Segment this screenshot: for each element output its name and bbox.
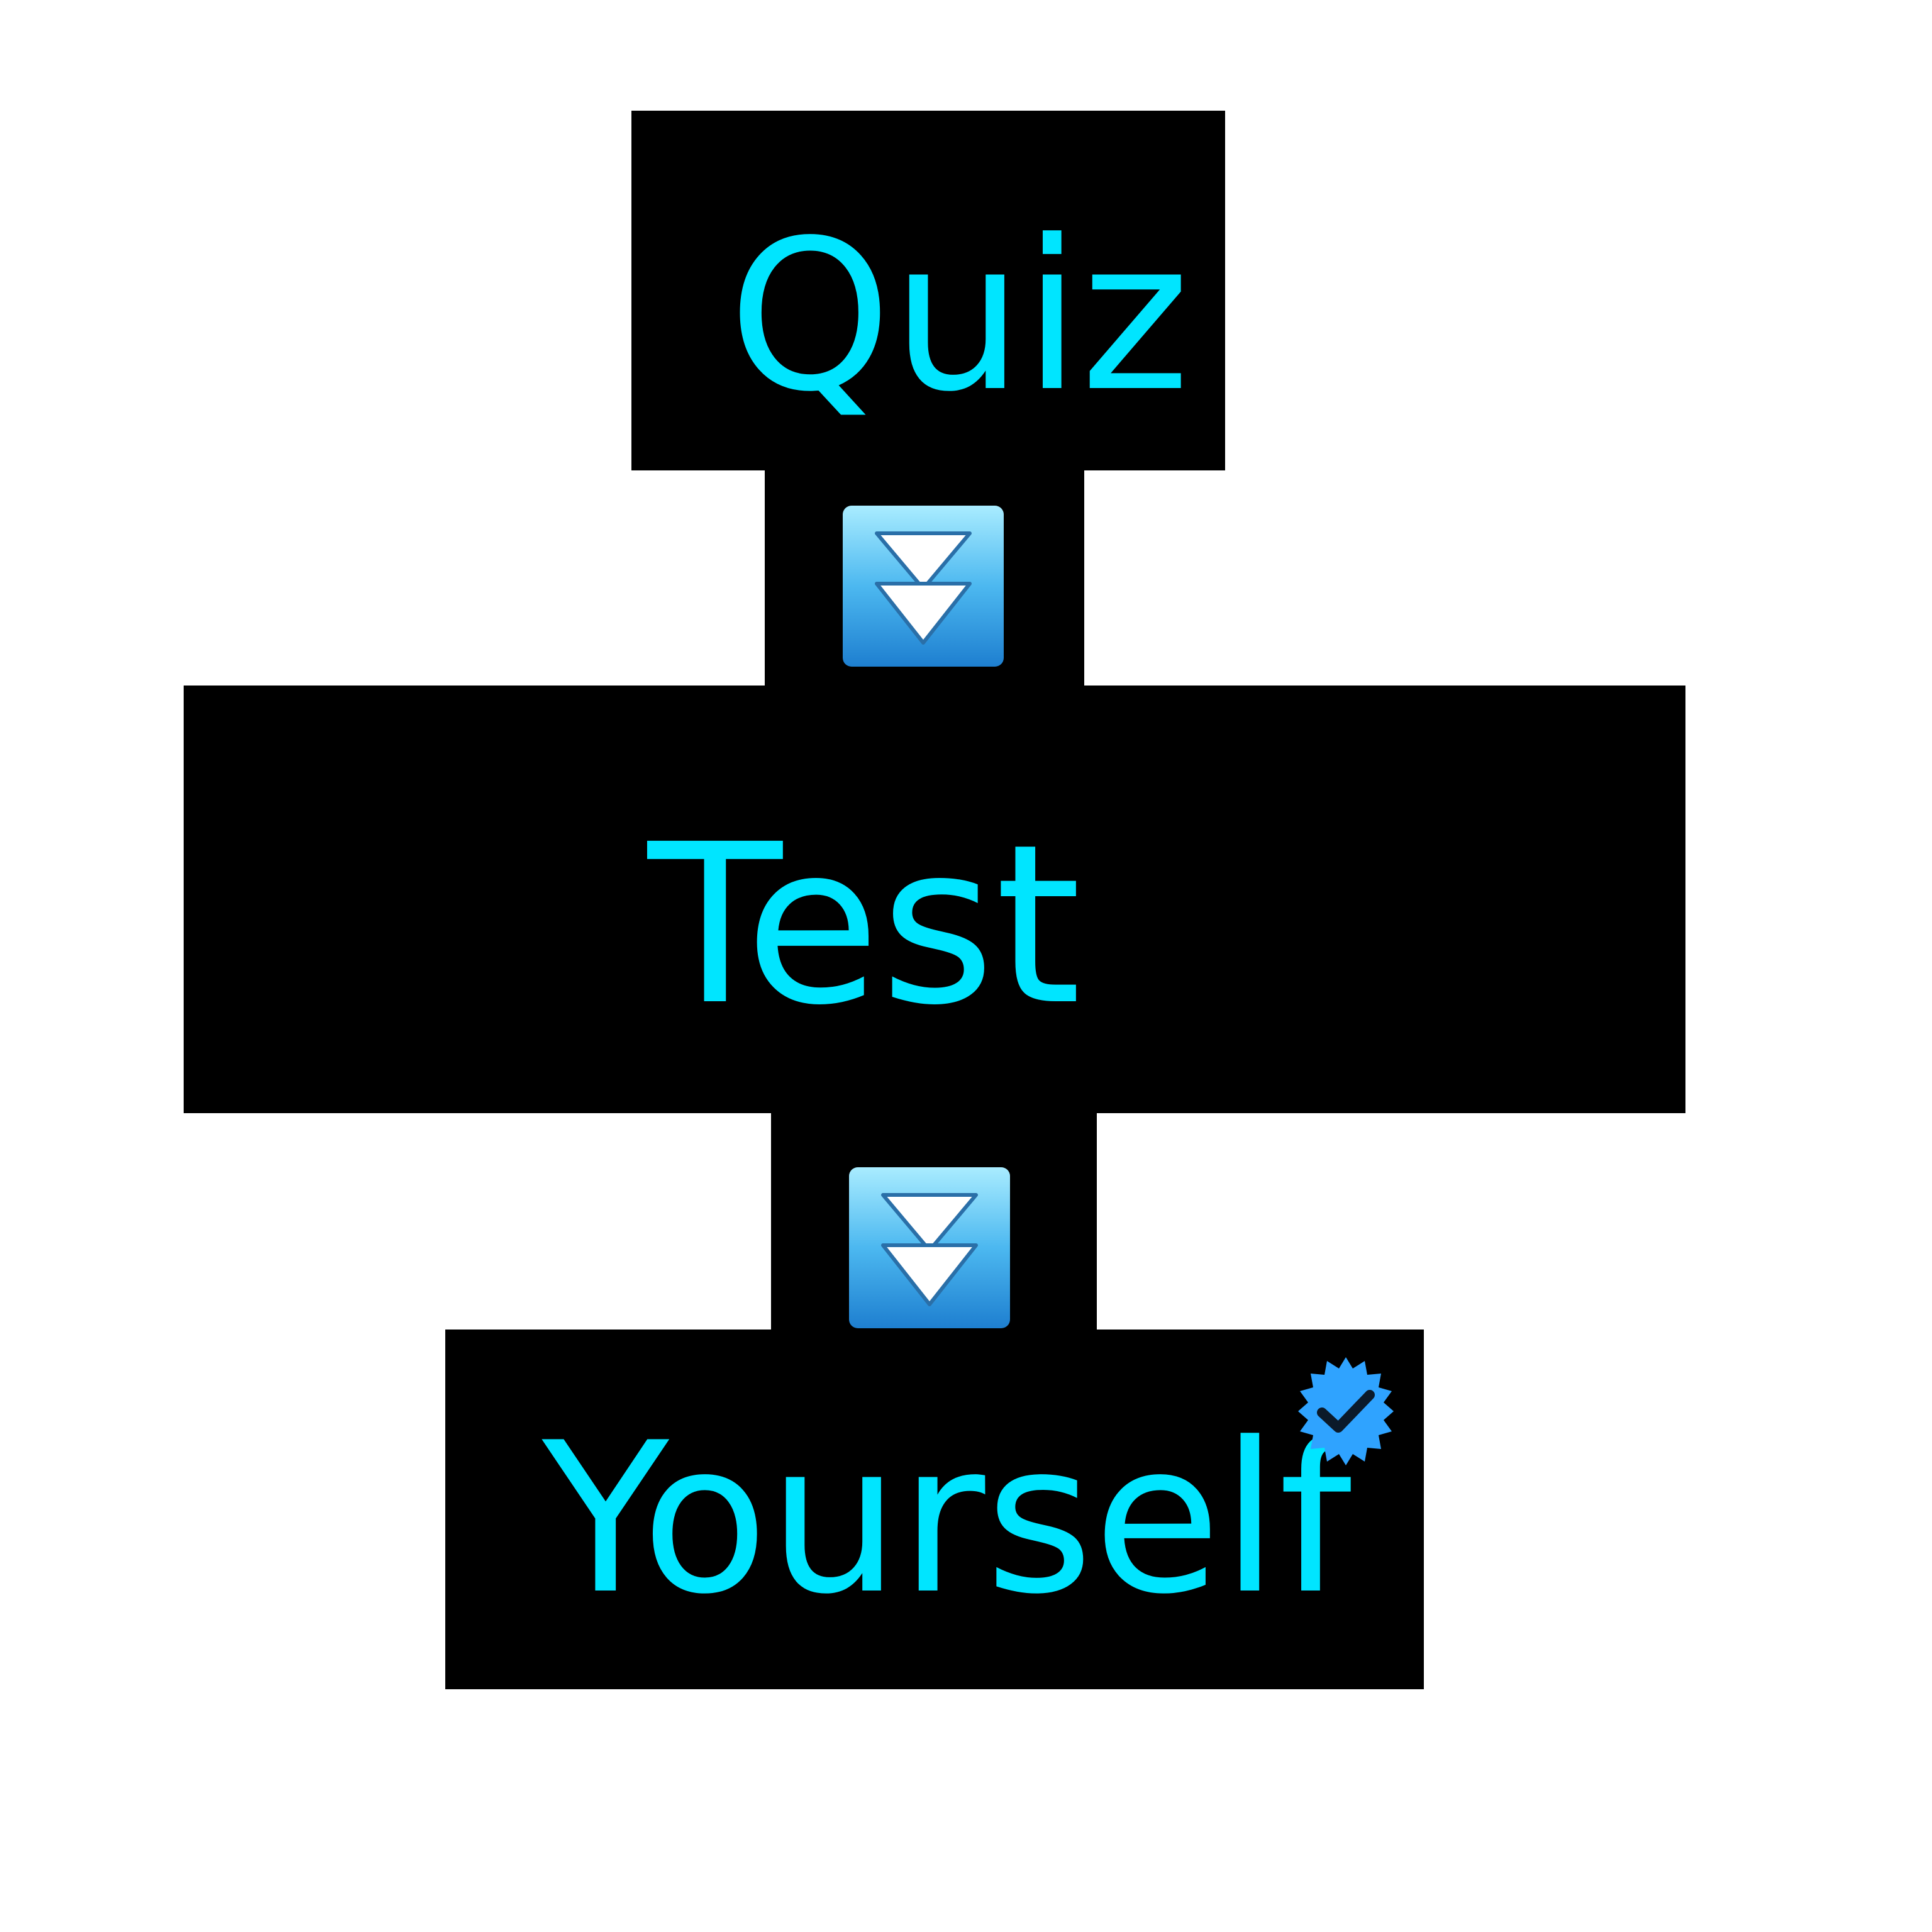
yourself-label: Yourself (542, 1398, 1352, 1640)
yourself-block (445, 1330, 1424, 1689)
verified-check-badge-icon (1298, 1357, 1394, 1465)
double-down-arrow-icon (843, 506, 1004, 667)
quiz-block (631, 111, 1225, 470)
double-down-arrow-icon (849, 1167, 1010, 1328)
test-block (184, 686, 1685, 1113)
test-label: Test (648, 797, 1082, 1053)
quiz-label: Quiz (728, 196, 1190, 437)
